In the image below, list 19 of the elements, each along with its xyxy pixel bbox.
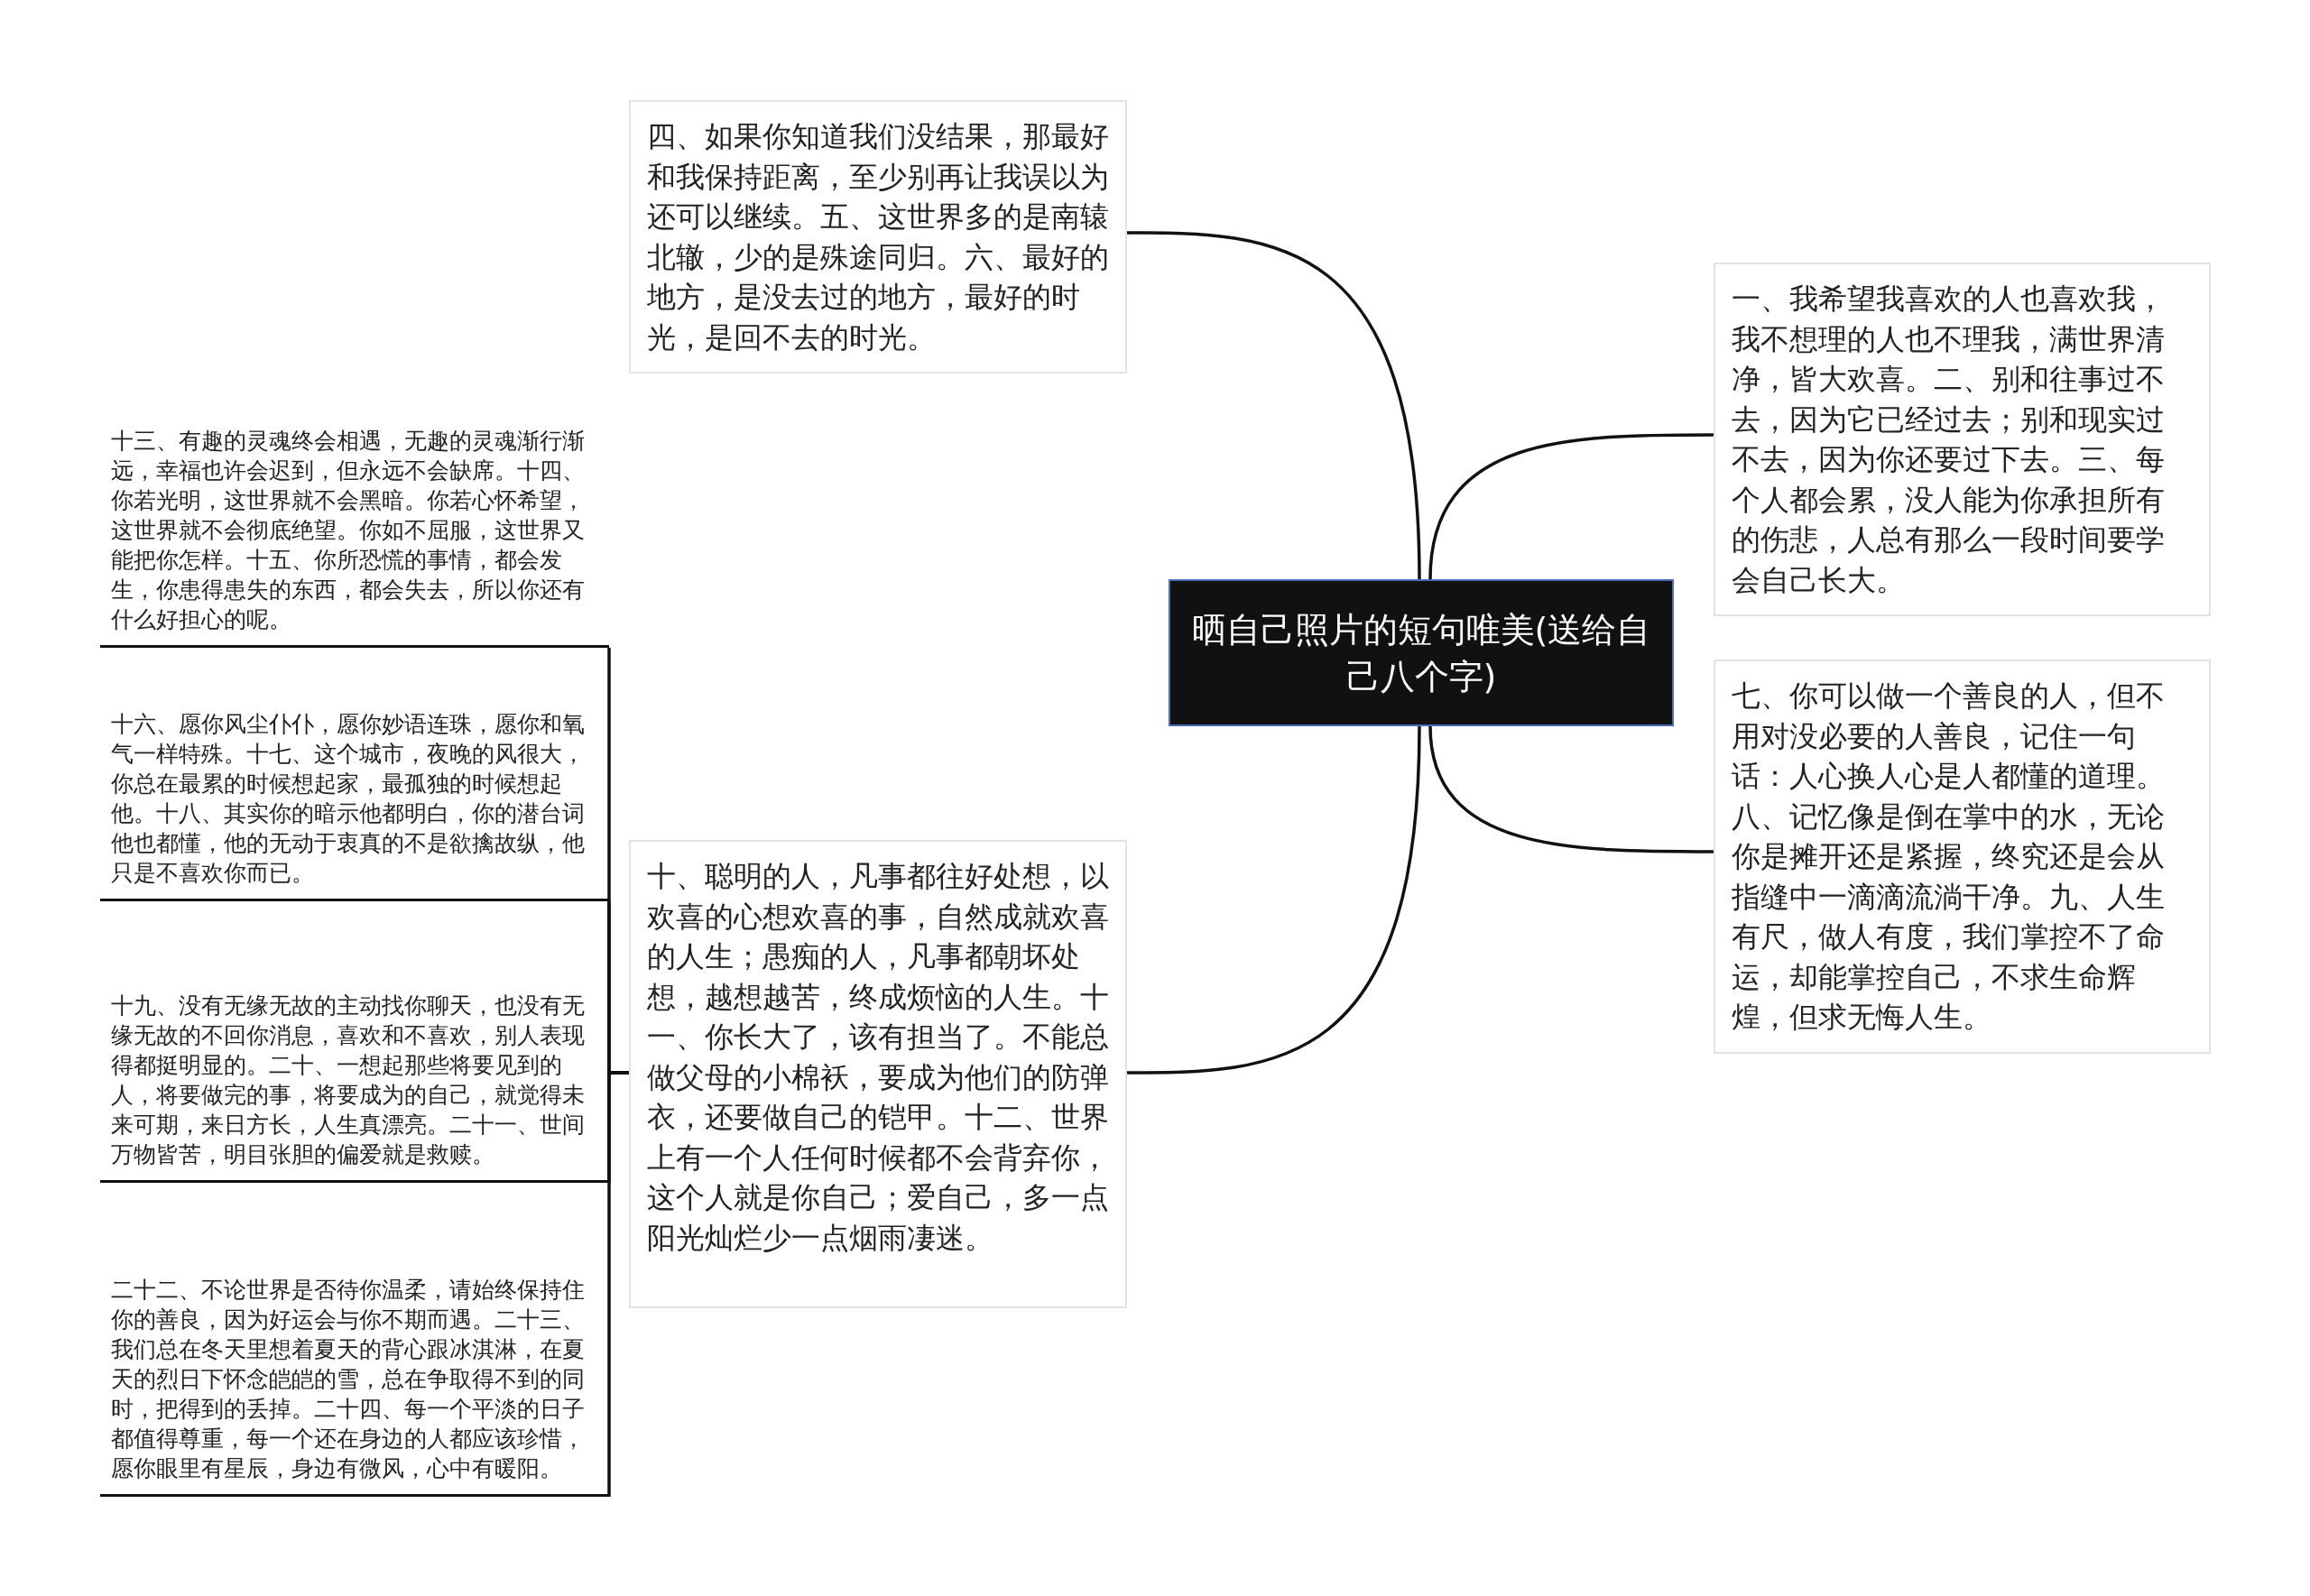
topic-box [629,100,1127,374]
sub-topic-text: 十九、没有无缘无故的主动找你聊天，也没有无缘无故的不回你消息，喜欢和不喜欢，别人表现得都挺明显的。二十、一想起那些将要见到的人，将要做完的事，将要成为的自己，就觉得未来可期，来日方长，人生真漂亮。二十一、世间万物皆苦，明目张胆的偏爱就是救赎。 [111,992,586,1169]
topic-text: 一、我希望我喜欢的人也喜欢我，我不想理的人也不理我，满世界清净，皆大欢喜。二、别和往事过不去，因为它已经过去；别和现实过不去，因为你还要过下去。三、每个人都会累，没人能为你承担所有的伤悲，人总有那么一段时间要学会自己长大。 [1732,281,2166,599]
topic-text: 四、如果你知道我们没结果，那最好和我保持距离，至少别再让我误以为还可以继续。五、这世界多的是南辕北辙，少的是殊途同归。六、最好的地方，是没去过的地方，最好的时光，是回不去的时光。 [647,118,1109,356]
connector-line [1428,725,1714,853]
central-topic-text: 晒自己照片的短句唯美(送给自己八个字) [1190,608,1652,698]
connector-line [607,1071,629,1497]
connector-line [1127,725,1421,1075]
central-topic-box [1169,579,1674,726]
topic-text: 七、你可以做一个善良的人，但不用对没必要的人善良，记住一句话：人心换人心是人都懂的道理。八、记忆像是倒在掌中的水，无论你是摊开还是紧握，终究还是会从指缝中一滴滴流淌干净。九、人生有尺，做人有度，我们掌控不了命运，却能掌控自己，不求生命辉煌，但求无悔人生。 [1732,678,2166,1036]
connector-line [1127,231,1421,580]
topic-box [629,840,1127,1308]
connector-line [1428,433,1714,580]
topic-box [1714,263,2211,616]
sub-topic-text: 十六、愿你风尘仆仆，愿你妙语连珠，愿你和氧气一样特殊。十七、这个城市，夜晚的风很大，你总在最累的时候想起家，最孤独的时候想起他。十八、其实你的暗示他都明白，你的潜台词他也都懂，他的无动于衷真的不是欲擒故纵，他只是不喜欢你而已。 [111,710,586,888]
topic-text: 十、聪明的人，凡事都往好处想，以欢喜的心想欢喜的事，自然成就欢喜的人生；愚痴的人，凡事都朝坏处想，越想越苦，终成烦恼的人生。十一、你长大了，该有担当了。不能总做父母的小棉袄，要成为他们的防弹衣，还要做自己的铠甲。十二、世界上有一个人任何时候都不会背弃你，这个人就是你自己；爱自己，多一点阳光灿烂少一点烟雨凄迷。 [647,858,1109,1257]
topic-box [1714,660,2211,1054]
sub-topic-text: 二十二、不论世界是否待你温柔，请始终保持住你的善良，因为好运会与你不期而遇。二十三、我们总在冬天里想着夏天的背心跟冰淇淋，在夏天的烈日下怀念皑皑的雪，总在争取得不到的同时，把得到的丢掉。二十四、每一个平淡的日子都值得尊重，每一个还在身边的人都应该珍惜，愿你眼里有星辰，身边有微风，心中有暖阳。 [111,1276,586,1483]
sub-topic-text: 十三、有趣的灵魂终会相遇，无趣的灵魂渐行渐远，幸福也许会迟到，但永远不会缺席。十四、你若光明，这世界就不会黑暗。你若心怀希望，这世界就不会彻底绝望。你如不屈服，这世界又能把你怎样。十五、你所恐慌的事情，都会发生，你患得患失的东西，都会失去，所以你还有什么好担心的呢。 [111,427,586,634]
